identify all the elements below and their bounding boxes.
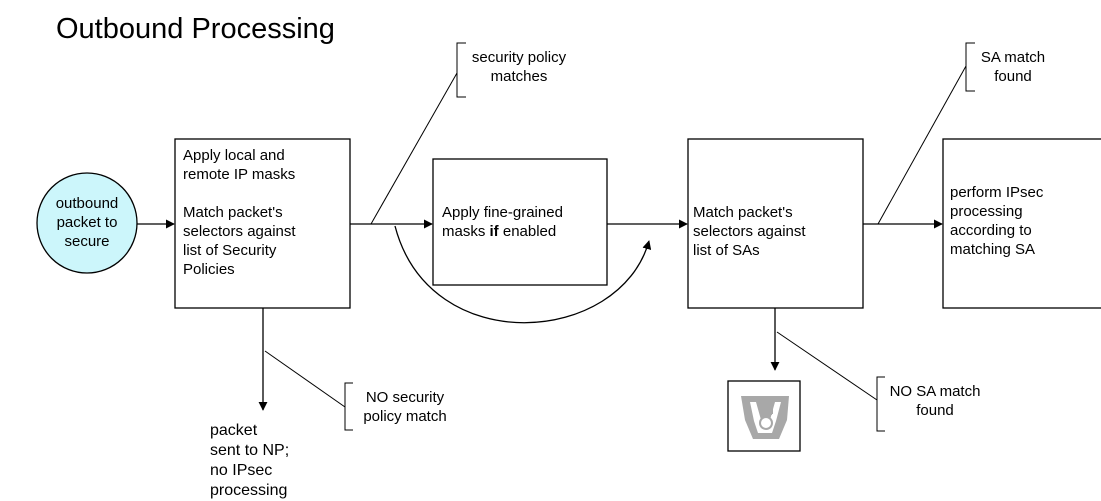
bracket-sa-match xyxy=(965,42,975,92)
leader-no-policy-match xyxy=(264,350,346,408)
page-title: Outbound Processing xyxy=(56,13,335,45)
sa-box xyxy=(687,138,864,309)
annotation-no-sa-match: NO SA match found xyxy=(889,383,981,419)
annotation-no-policy-match: NO security policy match xyxy=(363,389,447,425)
masks-box-label: Apply fine-grained masks if enabled xyxy=(442,203,604,241)
policy-box-line2: Match packet's selectors against list of… xyxy=(183,204,296,278)
leader-no-sa-match xyxy=(776,331,878,401)
annotation-sa-match: SA match found xyxy=(980,49,1046,85)
ipsec-box-label: perform IPsec processing according to ma… xyxy=(950,184,1044,258)
annotation-policy-match: security policy matches xyxy=(471,49,567,85)
leader-sa-match xyxy=(877,65,967,225)
policy-box xyxy=(174,138,351,309)
leader-policy-match xyxy=(370,72,458,225)
np-label: packet sent to NP; no IPsec processing xyxy=(210,422,290,499)
policy-box-line1: Apply local and remote IP masks xyxy=(183,147,296,183)
masks-box xyxy=(432,158,608,286)
start-node xyxy=(36,172,138,274)
masks-box-text-bold: if xyxy=(489,223,499,240)
bracket-no-sa-match xyxy=(876,376,885,432)
policy-box-label: Apply local and remote IP masks Match pa… xyxy=(183,146,348,279)
masks-box-text-before: Apply fine-grained masks xyxy=(442,204,563,240)
bracket-no-policy-match xyxy=(344,382,353,431)
start-node-label: outbound packet to secure xyxy=(55,195,119,250)
sa-box-label: Match packet's selectors against list of… xyxy=(693,204,806,259)
bypass-arc xyxy=(394,225,652,324)
masks-box-text-after: enabled xyxy=(498,223,557,240)
bracket-policy-match xyxy=(456,42,466,98)
ipsec-box xyxy=(942,138,1101,309)
packet-discard-icon xyxy=(727,380,801,452)
